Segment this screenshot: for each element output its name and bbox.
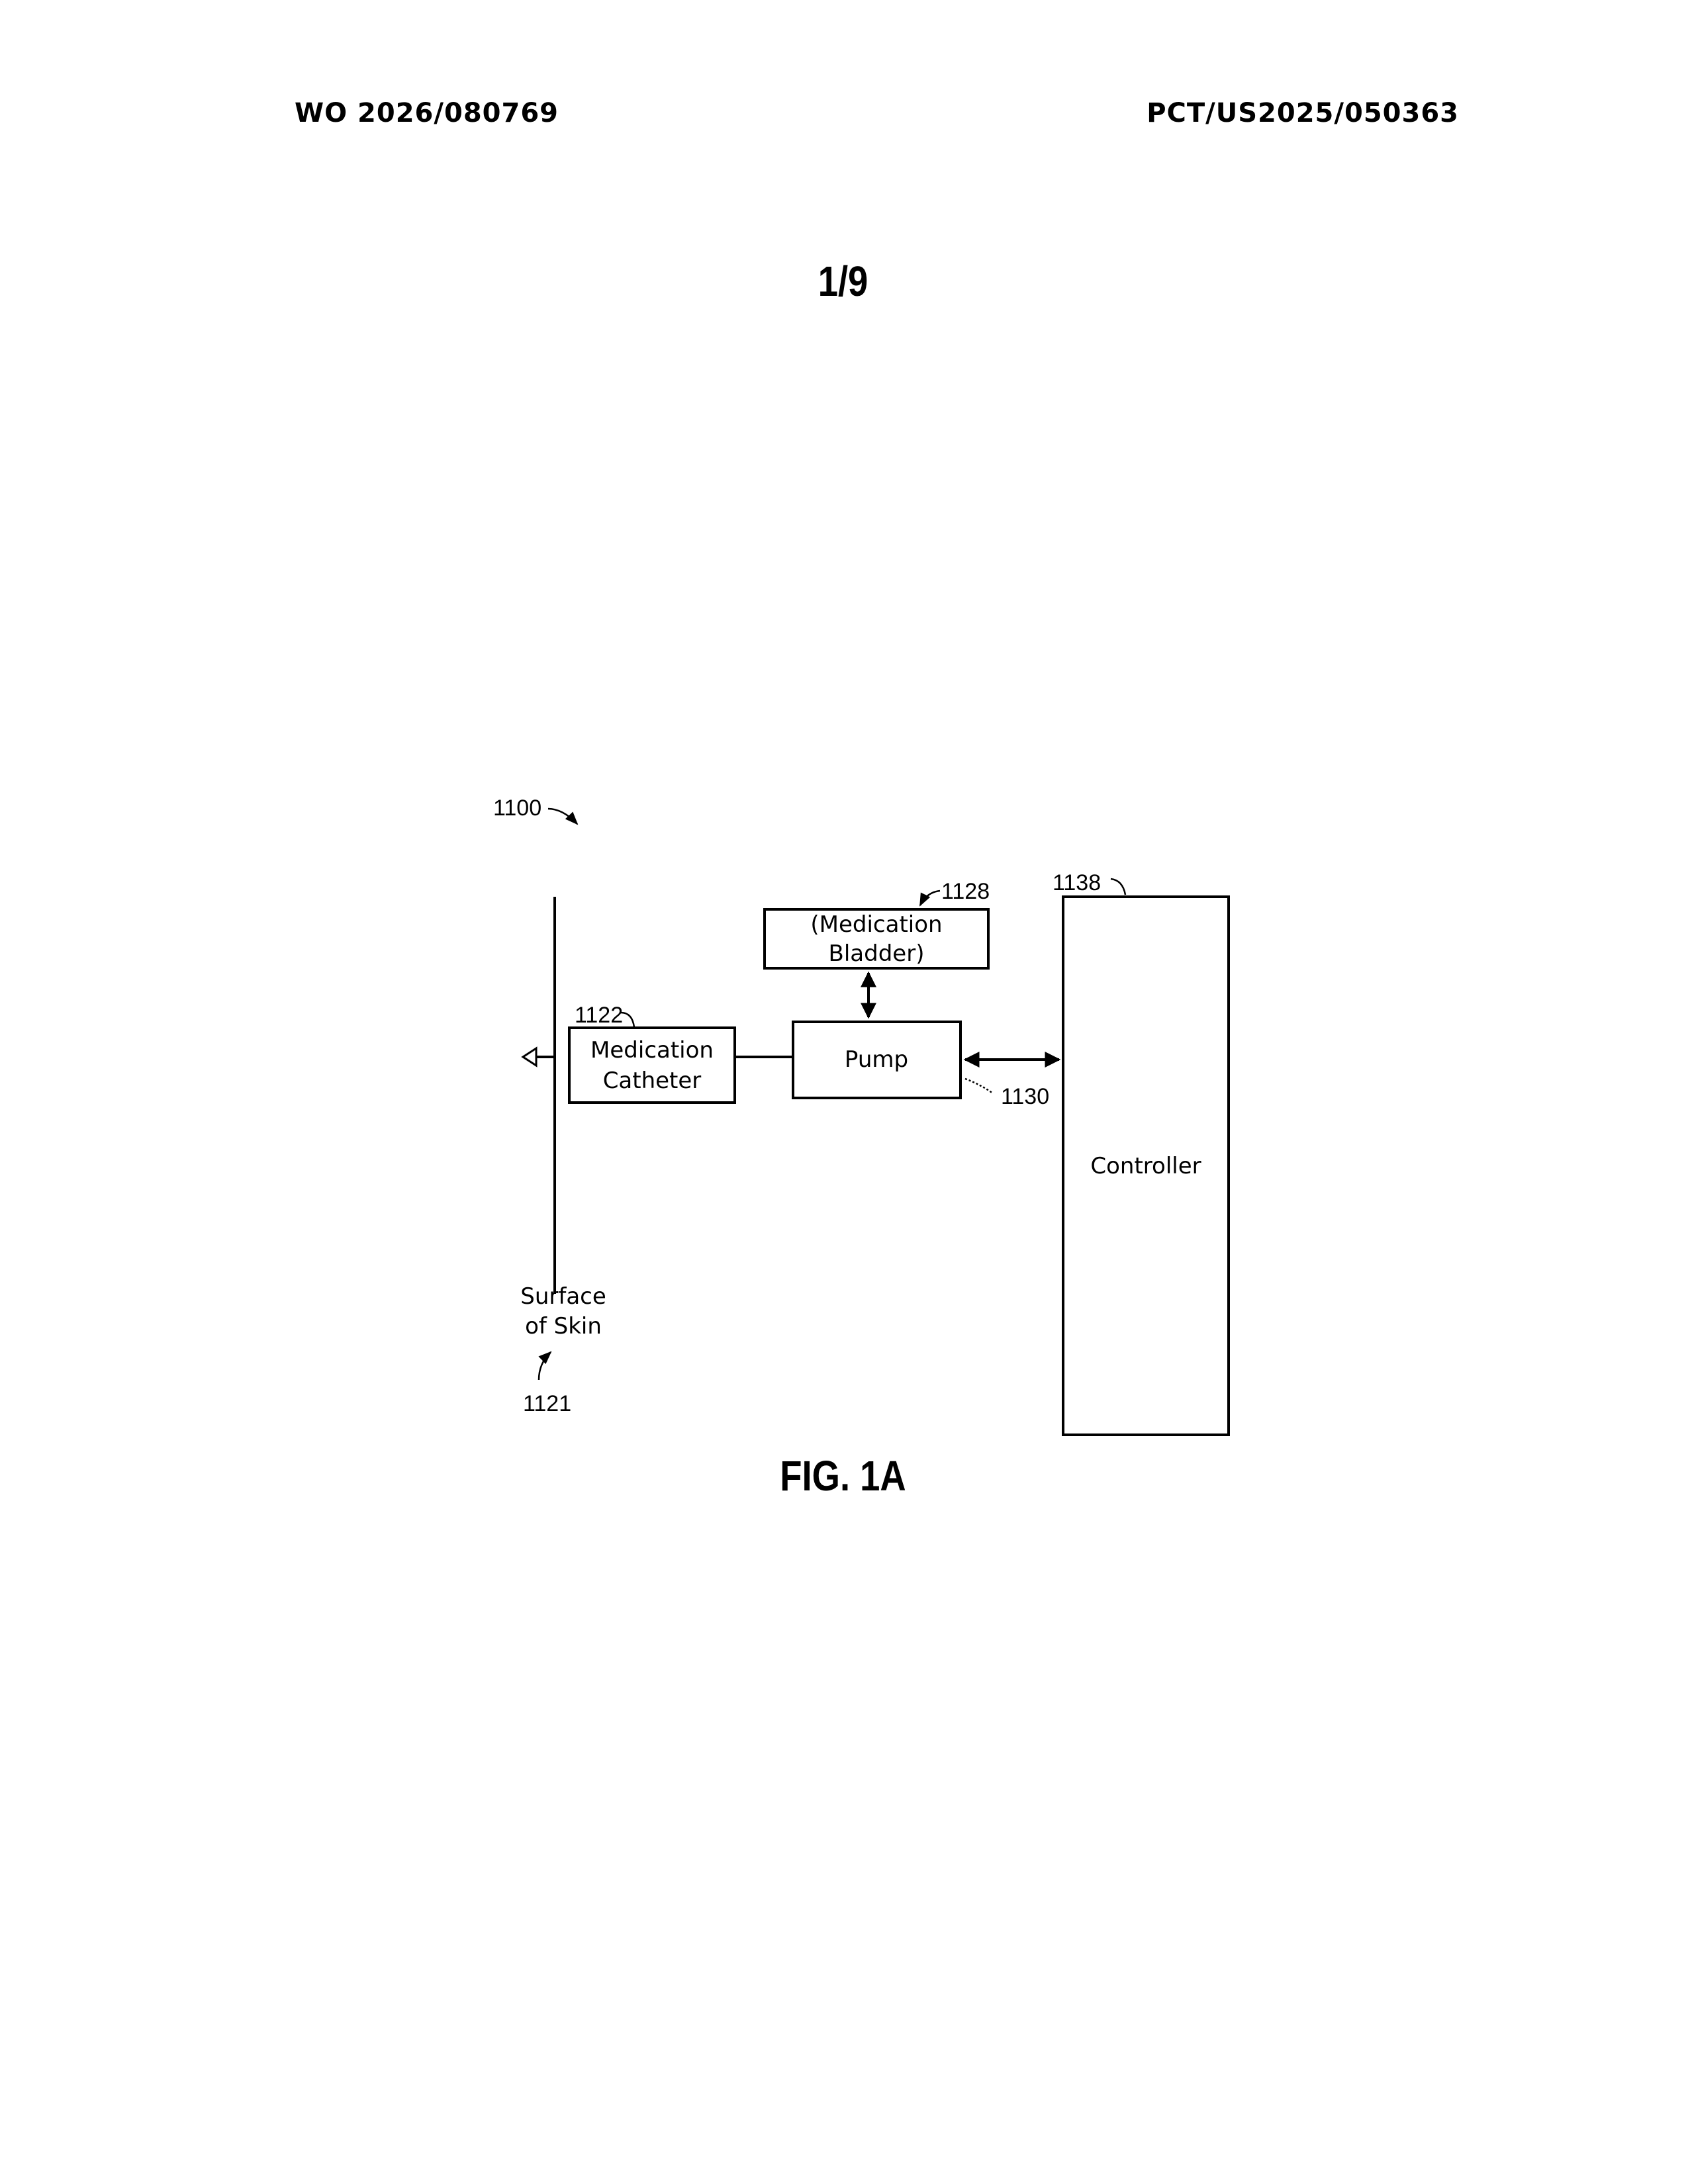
ref-1130: 1130 bbox=[1001, 1084, 1049, 1109]
ref-1100: 1100 bbox=[493, 796, 541, 821]
open-arrow-icon bbox=[523, 1048, 536, 1066]
skin-label-line1: Surface bbox=[520, 1283, 606, 1310]
bladder-label-line1: (Medication bbox=[810, 911, 942, 938]
figure-caption: FIG. 1A bbox=[126, 1451, 1561, 1500]
ref-1138-leader bbox=[1111, 879, 1125, 895]
bladder-label-line2: Bladder) bbox=[829, 940, 925, 967]
ref-1138: 1138 bbox=[1053, 870, 1101, 895]
ref-1130-leader bbox=[965, 1079, 993, 1093]
catheter-label-line2: Catheter bbox=[603, 1068, 702, 1094]
ref-1121: 1121 bbox=[523, 1391, 571, 1416]
catheter-label-line1: Medication bbox=[590, 1037, 714, 1064]
ref-1100-leader bbox=[548, 809, 577, 824]
pump-label: Pump bbox=[845, 1046, 908, 1073]
controller-label: Controller bbox=[1090, 1153, 1201, 1179]
skin-label-line2: of Skin bbox=[525, 1313, 602, 1340]
ref-1122: 1122 bbox=[575, 1003, 623, 1028]
ref-1121-leader bbox=[539, 1352, 551, 1380]
ref-1128-leader bbox=[920, 891, 940, 905]
ref-1128: 1128 bbox=[941, 879, 990, 904]
